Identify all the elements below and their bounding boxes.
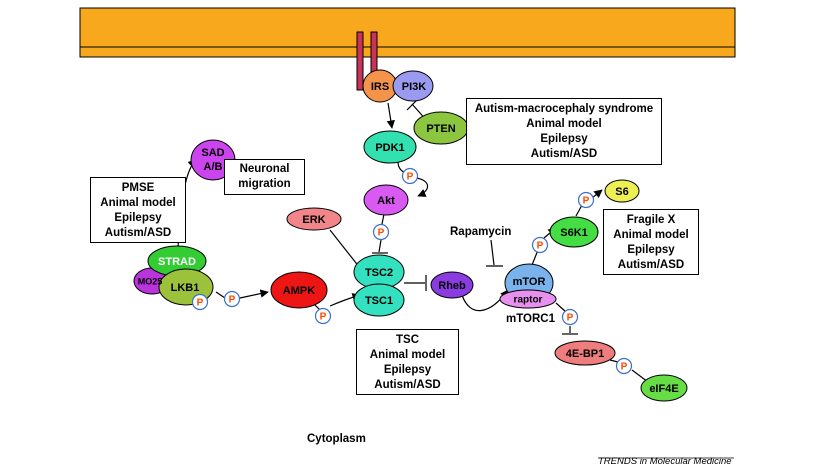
pi3k-label: PI3K bbox=[402, 81, 427, 93]
autism-macrocephaly-title: Autism-macrocephaly syndrome bbox=[474, 103, 654, 115]
s6k1-node bbox=[549, 216, 599, 248]
cell-membrane bbox=[79, 7, 736, 58]
phospho-pdk1 bbox=[401, 167, 419, 185]
phospho-label-pdk1: P bbox=[407, 172, 414, 183]
tsc1-label: TSC1 bbox=[365, 295, 393, 307]
phospho-sites bbox=[191, 167, 633, 375]
phospho-ampk bbox=[314, 307, 332, 325]
phospho-label-ampk: P bbox=[320, 312, 327, 323]
strad-label: STRAD bbox=[158, 256, 196, 268]
fragile-x-line2: Animal model bbox=[613, 229, 689, 241]
ampk-label: AMPK bbox=[283, 285, 315, 297]
phospho-label-4ebp1-eif4e: P bbox=[621, 362, 628, 373]
akt-inhibits-tsc bbox=[378, 239, 382, 253]
pmse-line4: Autism/ASD bbox=[104, 227, 172, 239]
tsc1-node bbox=[353, 283, 405, 317]
phospho-label-s6k1-s6: P bbox=[583, 196, 590, 207]
ampk-node bbox=[270, 271, 328, 309]
pmse-title: PMSE bbox=[121, 182, 155, 194]
phospho-lkb1-ampk bbox=[223, 290, 241, 308]
fragile-x-title: Fragile X bbox=[626, 214, 676, 226]
pmse-box: PMSE Animal model Epilepsy Autism/ASD bbox=[90, 177, 186, 243]
tsc-box: TSC Animal model Epilepsy Autism/ASD bbox=[356, 329, 459, 395]
irs-label: IRS bbox=[371, 81, 389, 93]
phospho-mtor-4ebp1 bbox=[561, 308, 579, 326]
rheb-label: Rheb bbox=[438, 280, 466, 292]
tsc2-label: TSC2 bbox=[365, 267, 393, 279]
pdk1-node bbox=[363, 130, 417, 164]
erk-label: ERK bbox=[302, 214, 325, 226]
erk-node bbox=[286, 207, 342, 231]
cytoplasm-label: Cytoplasm bbox=[307, 433, 366, 445]
phospho-lkb1 bbox=[191, 293, 209, 311]
phospho-mtor-s6k1 bbox=[531, 236, 549, 254]
4ebp1-label: 4E-BP1 bbox=[566, 348, 605, 360]
fragile-x-line4: Autism/ASD bbox=[617, 259, 685, 271]
akt-p-link bbox=[381, 213, 385, 225]
phospho-label-lkb1: P bbox=[197, 298, 204, 309]
sad-label-line2: A/B bbox=[204, 161, 223, 173]
phospho-label-mtor-4ebp1: P bbox=[567, 313, 574, 324]
phospho-label-lkb1-ampk: P bbox=[229, 295, 236, 306]
rapamycin-inhibits-mtor bbox=[490, 239, 495, 266]
fragile-x-line3: Epilepsy bbox=[627, 244, 675, 256]
sad-label-line1: SAD bbox=[201, 147, 224, 159]
mtor-to-4ebp1 bbox=[555, 302, 571, 333]
phospho-label-akt: P bbox=[378, 228, 385, 239]
journal-credit: TRENDS in Molecular Medicine bbox=[598, 456, 732, 467]
tsc-line4: Autism/ASD bbox=[374, 379, 441, 391]
lkb1-label: LKB1 bbox=[171, 282, 200, 294]
tsc-title: TSC bbox=[396, 334, 419, 346]
akt-label: Akt bbox=[377, 195, 395, 207]
mtor-label: mTOR bbox=[513, 276, 546, 288]
mo25-label: MO25 bbox=[138, 276, 163, 286]
receptor-left-chain bbox=[356, 31, 364, 91]
4ebp1-node bbox=[554, 340, 616, 366]
akt-node bbox=[363, 184, 409, 216]
tsc-line3: Epilepsy bbox=[383, 364, 432, 376]
rapamycin-label: Rapamycin bbox=[450, 226, 512, 238]
eif4e-node bbox=[640, 374, 688, 402]
raptor-label: raptor bbox=[514, 295, 543, 306]
phospho-label-mtor-s6k1: P bbox=[537, 241, 544, 252]
erk-inhibits-tsc bbox=[329, 229, 361, 269]
eif4e-label: eIF4E bbox=[649, 383, 678, 395]
s6k1-label: S6K1 bbox=[560, 227, 588, 239]
autism-macrocephaly-box: Autism-macrocephaly syndrome Animal mode… bbox=[466, 98, 662, 165]
neuronal-migration-box: Neuronal migration bbox=[224, 159, 305, 195]
s6k1-to-s6-arrow bbox=[575, 190, 602, 217]
autism-macrocephaly-line4: Autism/ASD bbox=[530, 148, 598, 160]
mtorc1-label: mTORC1 bbox=[506, 313, 555, 325]
autism-macrocephaly-line3: Epilepsy bbox=[540, 133, 588, 145]
tsc-line2: Animal model bbox=[369, 349, 446, 361]
s6-node bbox=[604, 179, 640, 203]
neuronal-migration-line1: Neuronal bbox=[239, 163, 290, 175]
rheb-node bbox=[430, 271, 474, 299]
irs-to-pdk1-arrow bbox=[386, 102, 395, 129]
autism-macrocephaly-line2: Animal model bbox=[526, 118, 602, 130]
pmse-line2: Animal model bbox=[100, 197, 176, 209]
pmse-line3: Epilepsy bbox=[114, 212, 162, 224]
pten-label: PTEN bbox=[426, 123, 455, 135]
pi3k-node bbox=[392, 70, 434, 102]
raptor-node bbox=[499, 289, 557, 309]
pdk1-label: PDK1 bbox=[375, 142, 404, 154]
phospho-s6k1-s6 bbox=[577, 191, 595, 209]
neuronal-migration-line2: migration bbox=[238, 178, 291, 190]
lkb1-to-ampk-arrow bbox=[215, 292, 268, 298]
fragile-x-box: Fragile X Animal model Epilepsy Autism/A… bbox=[603, 209, 699, 275]
phospho-4ebp1-eif4e bbox=[615, 357, 633, 375]
phospho-akt bbox=[372, 223, 390, 241]
s6-label: S6 bbox=[615, 186, 628, 198]
